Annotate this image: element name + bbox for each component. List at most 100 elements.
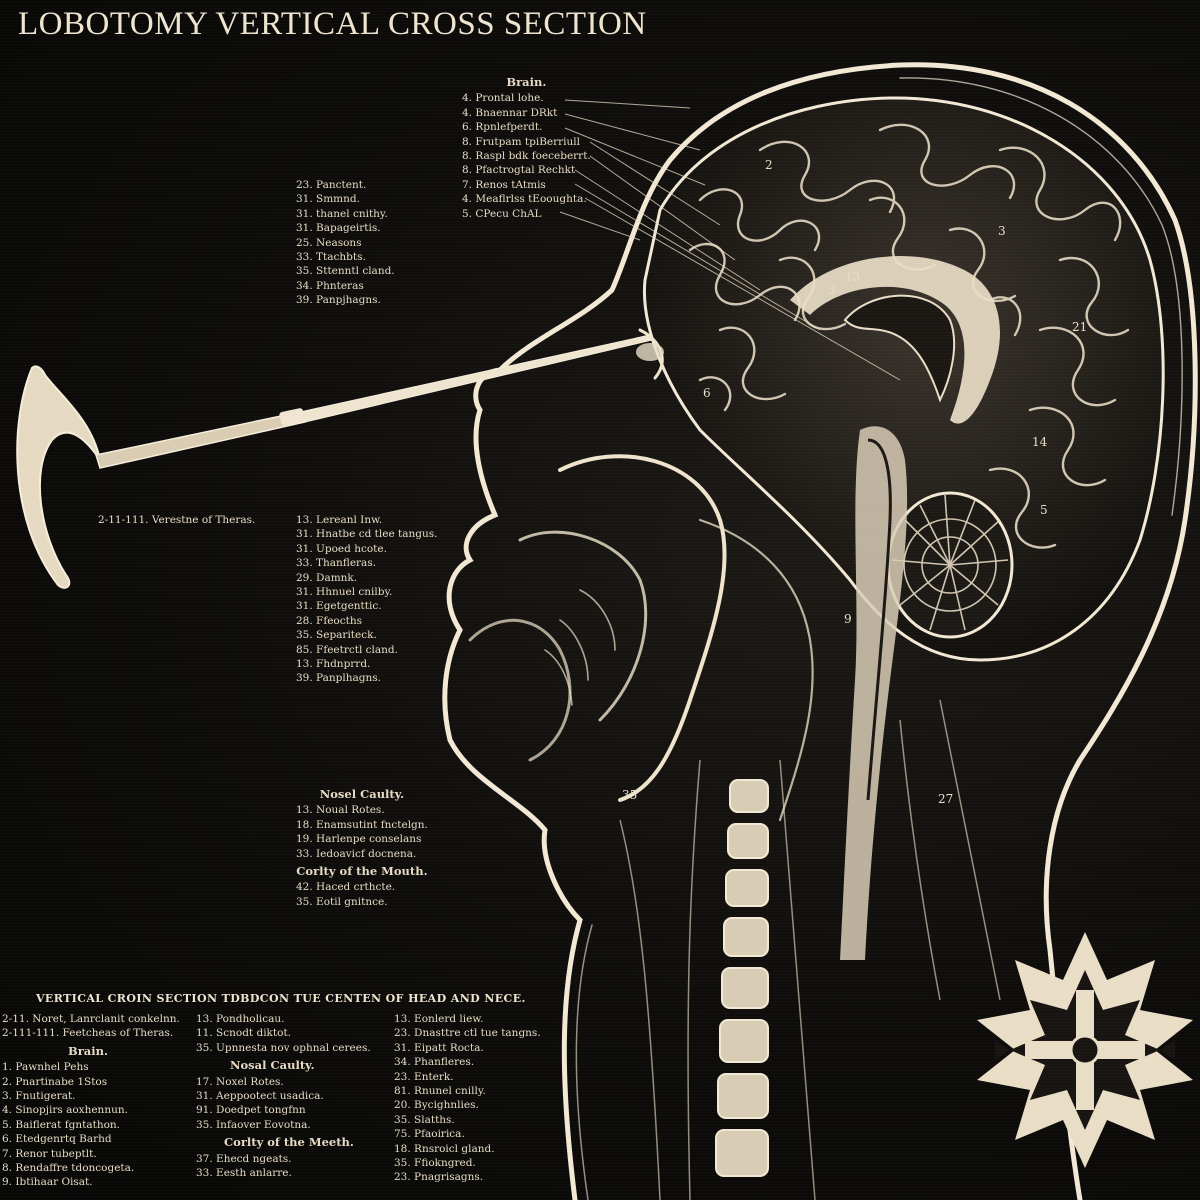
legend-column-1: 2-11. Noret, Lanrclanit conkelnn. 2-111-… [2,1012,180,1190]
label-item: 13. Eonlerd liew. [394,1013,484,1025]
region-number: 5 [1040,503,1048,517]
label-item: 31. Hnatbe cd tlee tangus. [296,528,438,541]
label-item: 35. Eotil gnitnce. [296,895,388,908]
label-item: 8. Raspl bdk foeceberrt. [462,150,591,163]
speculum-icon [16,334,653,589]
label-item: 31. Egetgenttic. [296,600,382,613]
label-item: 42. Haced crthcte. [296,881,396,894]
label-item: 31. thanel cnithy. [296,207,388,220]
label-item: 34. Phanfleres. [394,1056,475,1069]
label-item: 75. Pfaoirica. [394,1128,465,1141]
label-item: 85. Ffeetrctl cland. [296,643,398,656]
corpus-callosum [790,256,1000,424]
vertebra [727,823,769,859]
label-item: 1. Pawnhel Pehs [2,1061,89,1074]
cerebellum [886,491,1014,639]
region-number: 2 [765,158,773,172]
label-item: 31. Upoed hcote. [296,542,387,555]
label-item: 7. Renor tubeptlt. [2,1147,97,1160]
upper-label-list: 23. Panctent. 31. Smmnd. 31. thanel cnit… [296,178,395,308]
region-number: 27 [938,792,954,806]
mouth-heading: Corlty of the Mouth. [296,864,428,879]
ornament-icon [977,932,1193,1168]
label-item: 5. Baiflerat fgntathon. [2,1118,120,1131]
label-item: 13. Fhdnprrd. [296,658,371,671]
label-item: 13. Noual Rotes. [296,804,385,817]
vertebra [725,869,769,907]
label-item: 29. Damnk. [296,571,358,584]
brain-stem [840,426,908,960]
label-item: 3. Fnutigerat. [2,1090,76,1103]
label-item: 35. Infaover Eovotna. [196,1118,311,1131]
label-item: 37. Ehecd ngeats. [196,1152,292,1165]
vertebra [719,1019,769,1063]
label-item: 35. Sttenntl cland. [296,265,395,278]
label-item: 91. Doedpet tongfnn [196,1104,306,1117]
legend-column-2: 13. Pondholicau. 11. Scnodt diktot. 35. … [196,1012,371,1180]
label-item: 39. Panplhagns. [296,672,381,685]
label-item: 19. Harlenpe conselans [296,833,422,846]
speculum-label: 2-11-111. Verestne of Theras. [98,514,256,526]
label-item: 81. Rnunel cnilly. [394,1085,486,1098]
region-number: 21 [1072,320,1088,334]
region-number: 35 [622,788,638,802]
legend-column-3: 13. Eonlerd liew. 23. Dnasttre ctl tue t… [394,1012,541,1185]
middle-label-list: 13. Lereanl Inw. 31. Hnatbe cd tlee tang… [296,513,437,686]
label-item: 8. Frutpam tpiBerriull [462,135,581,148]
label-item: 13. Lereanl Inw. [296,514,383,526]
label-item: 8. Rendaffre tdoncogeta. [2,1162,135,1175]
region-number: 14 [1032,435,1048,449]
legend-heading: VERTICAL CROIN SECTION TDBDCON TUE CENTE… [36,992,526,1005]
label-item: 23. Panctent. [296,179,367,191]
label-item: 4. Prontal lohe. [462,92,544,105]
label-item: 31. Hhnuel cnilby. [296,586,393,599]
legend-nasal-heading: Nosal Caulty. [230,1058,315,1073]
region-number: 3 [828,283,836,297]
nasal-cavity-labels: Nosel Caulty. 13. Noual Rotes. 18. Enams… [296,784,428,909]
brain-heading: Brain. [506,75,547,89]
vertebra [715,1129,769,1177]
label-item: 25. Neasons [296,236,362,249]
label-item: 2-11. Noret, Lanrclanit conkelnn. [2,1013,180,1025]
label-item: 18. Enamsutint fnctelgn. [296,818,428,831]
label-item: 31. Bapageirtis. [296,222,381,235]
brain [642,96,1165,960]
head-outline [442,62,1198,1200]
label-item: 13. Pondholicau. [196,1013,285,1025]
vertebra [717,1073,769,1119]
label-item: 28. Ffeocths [296,614,362,627]
label-item: 39. Panpjhagns. [296,294,381,307]
label-item: 9. Ibtihaar Oisat. [2,1176,93,1189]
label-item: 33. Eesth anlarre. [196,1167,292,1180]
label-item: 35. Upnnesta nov ophnal cerees. [196,1041,371,1054]
vertebra [721,967,769,1009]
brain-labels: Brain. 4. Prontal lohe. 4. Bnaennar DRkt… [462,72,591,221]
label-item: 20. Bycighnlies. [394,1099,479,1112]
legend-brain-heading: Brain. [68,1043,108,1058]
label-item: 5. CPecu ChAL [462,207,542,220]
label-item: 23. Pnagrisagns. [394,1171,484,1184]
face-structures [468,328,814,822]
region-number: 6 [703,386,711,400]
region-number: 3 [998,224,1006,238]
label-item: 35. Separiteck. [296,629,377,642]
region-number: 9 [844,612,852,626]
label-item: 6. Rpnlefperdt. [462,121,543,134]
label-item: 31. Eipatt Rocta. [394,1041,484,1054]
label-item: 2. Pnartinabe 1Stos [2,1075,108,1088]
label-item: 23. Enterk. [394,1070,454,1083]
page-title: LOBOTOMY VERTICAL CROSS SECTION [18,6,647,42]
label-item: 23. Dnasttre ctl tue tangns. [394,1027,541,1040]
label-item: 4. Sinopjirs aoxhennun. [2,1104,128,1117]
legend-mouth-heading: Corlty of the Meeth. [224,1135,354,1150]
label-item: 8. Pfactrogtal Rechkt [462,164,576,177]
label-item: 6. Etedgenrtq Barhd [2,1133,112,1146]
region-number: 13 [845,270,861,284]
spine [715,779,769,1177]
label-item: 33. Thanfleras. [296,557,377,570]
vertebra [729,779,769,813]
label-item: 4. Meaflrlss tEooughta. [462,193,587,206]
label-item: 7. Renos tAtmis [462,178,546,191]
